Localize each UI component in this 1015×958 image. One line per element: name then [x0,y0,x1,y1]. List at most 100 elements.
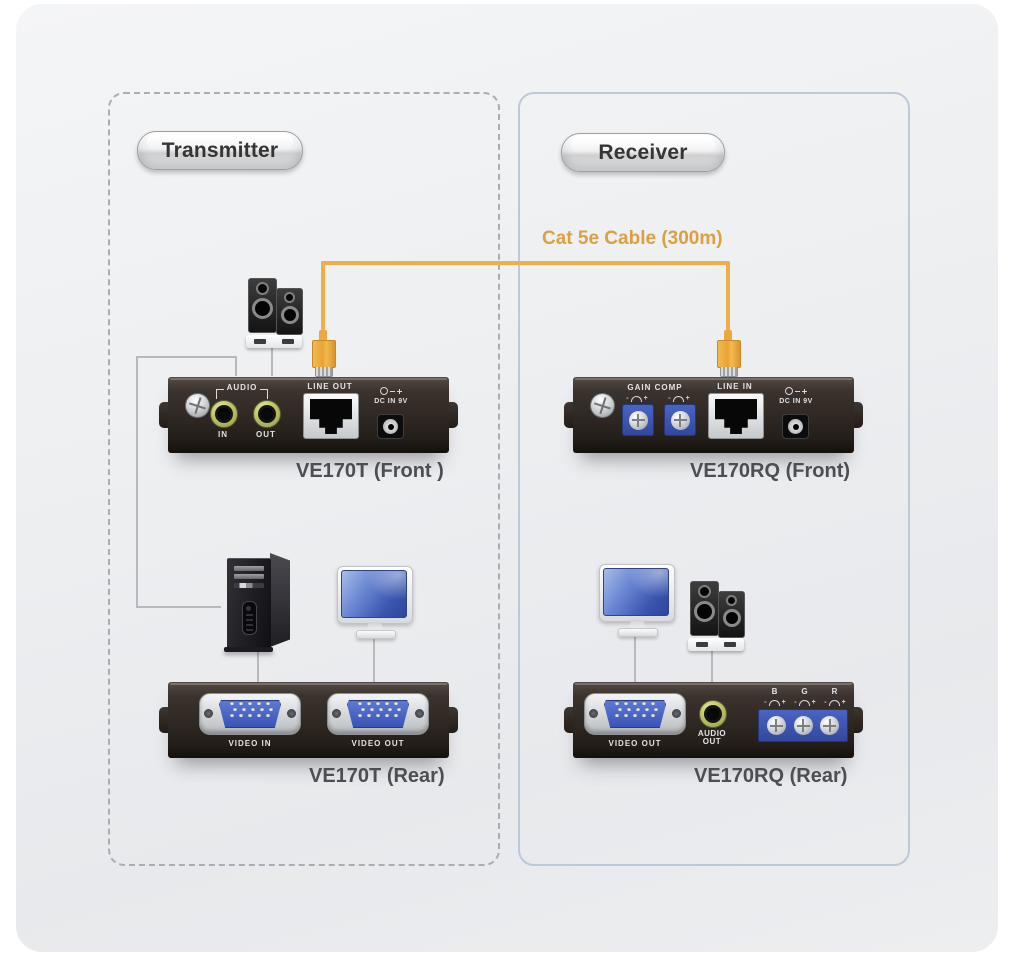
vga-pin [268,707,273,711]
wire-pc-route-bottom [136,606,221,608]
minus: - [626,395,629,402]
vga-pin [232,707,237,711]
ve170rq-front-caption: VE170RQ (Front) [690,460,851,482]
arc [768,700,780,706]
audio-out-label: AUDIO OUT [692,730,732,746]
vga-pin [257,713,261,717]
audio-out-line1: AUDIO [697,729,727,738]
mounting-ear [854,707,863,733]
tower-pc-icon [219,549,299,653]
ve170t-front-panel: AUDIO IN OUT LINE OUT DC IN 9V [159,377,458,453]
vga-pin [369,707,374,711]
vga-pin [635,707,640,711]
receiver-zone-box [518,92,910,866]
drive-bay [234,566,264,571]
vga-pin [651,713,655,717]
line-in-rj45-port [708,393,764,439]
vga-pin [624,713,628,717]
audio-label: AUDIO [226,383,258,392]
monitor-neck [628,620,646,629]
dc-power-jack [782,414,809,439]
audio-out-line2: OUT [702,737,722,746]
terminal-screw-r [820,716,840,735]
bracket-right [260,389,269,399]
terminal-screw-b [766,716,786,735]
pin-row [615,713,655,717]
tower-side [270,553,290,647]
terminal-polarity-mark: -+ [791,697,819,706]
pin-row [232,707,273,711]
vga-pin [239,701,243,705]
vga-pin [358,701,362,705]
woofer [694,601,715,622]
transmitter-pill: Transmitter [137,131,303,170]
vga-pin [394,713,398,717]
vga-pin [360,707,365,711]
woofer [722,609,741,627]
gain-trimmer [622,404,654,436]
vga-pin [266,713,270,717]
rj45-plug-icon [716,330,741,378]
transmitter-pill-label: Transmitter [161,138,279,162]
video-out-label: VIDEO OUT [608,739,662,748]
monitor-icon [599,564,675,638]
gain-comp-label: GAIN COMP [627,383,683,392]
wire-monitor-to-video-out-rx [634,637,636,683]
button-strip [234,583,264,588]
mounting-ear [564,707,573,733]
ve170rq-rear-caption: VE170RQ (Rear) [694,765,848,787]
jack-hole [261,408,273,420]
dc-power-jack [377,414,404,439]
vga-pin [239,713,243,717]
jack-hole [707,708,719,720]
speaker-base [688,638,744,651]
vga-pins [604,701,666,717]
mounting-ear [449,402,458,428]
receiver-pill-label: Receiver [598,140,688,164]
arc [672,396,684,402]
audio-group-label: AUDIO [204,384,280,399]
rj45-plug-icon [311,330,336,378]
pin-row [617,707,658,711]
video-in-vga-port [199,693,301,735]
gain-polarity-mark: -+ [623,393,651,402]
vga-pin [257,701,261,705]
vga-pin [367,713,371,717]
polarity-dash [390,390,395,392]
vga-pin [367,701,371,705]
monitor-base [356,630,396,639]
plug-neck [724,330,732,341]
comp-trimmer [664,404,696,436]
dc-jack-ring [383,419,398,434]
monitor-icon [337,566,413,640]
wire-pc-to-video-in [257,651,259,683]
dc-jack-pin [387,423,394,430]
line-out-rj45-port [303,393,359,439]
vga-pin [626,707,631,711]
transmitter-zone-box [108,92,500,866]
speakers-icon [243,275,305,349]
plug-body [312,340,336,368]
vga-pin [633,701,637,705]
tower-plinth [224,647,273,652]
monitor-screen [341,570,407,618]
pin-row [360,707,401,711]
gain-polarity-mark: -+ [665,393,693,402]
tower-front [227,558,271,649]
audio-out-jack [253,400,281,428]
vga-pin [248,701,252,705]
arc [828,700,840,706]
monitor-base [618,628,658,637]
vga-pin [624,701,628,705]
vga-pin [241,707,246,711]
ve170rq-front-panel: GAIN COMP -+ -+ LINE IN DC IN 9V [564,377,863,453]
mounting-ear [449,707,458,733]
wire-pc-route-left [136,356,138,608]
minus: - [794,699,797,706]
ve170t-rear-panel: VIDEO IN VIDEO OUT [159,682,458,758]
vga-pin [642,701,646,705]
line-out-label: LINE OUT [307,382,353,391]
video-in-label: VIDEO IN [228,739,272,748]
video-out-vga-port [584,693,686,735]
pin-row [358,713,398,717]
